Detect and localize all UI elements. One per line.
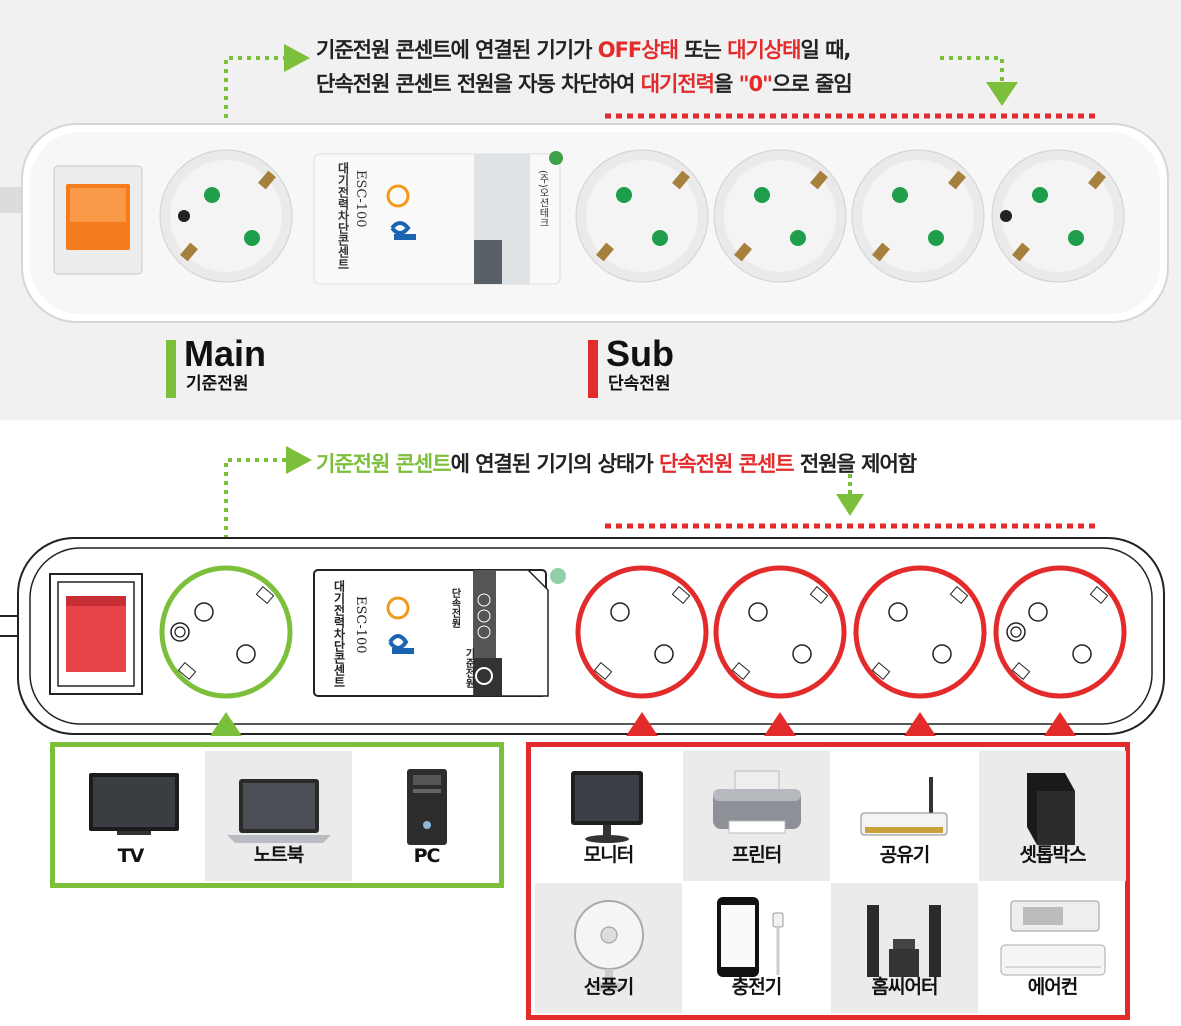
outline-panel-side-text-1: 단속전원 bbox=[449, 588, 460, 628]
tv-icon bbox=[89, 773, 179, 835]
bottom-strip-diagram bbox=[0, 446, 1165, 736]
charger-icon bbox=[717, 897, 784, 977]
main-socket-photo bbox=[159, 149, 293, 283]
sub-devices-box: 모니터 프린터 공유기 셋톱박스 선풍기 bbox=[526, 742, 1130, 1020]
sub-socket-photo-3 bbox=[851, 149, 985, 283]
outline-panel-brand-text: 대기전력차단콘센트 bbox=[332, 580, 346, 688]
panel-brand-text: 대기전력차단콘센트 bbox=[336, 162, 350, 270]
device-printer: 프린터 bbox=[683, 751, 830, 881]
monitor-icon bbox=[571, 771, 643, 843]
sub-connector-arrow-3 bbox=[904, 712, 936, 736]
sub-connector-arrow-2 bbox=[764, 712, 796, 736]
bottom-caption: 기준전원 콘센트에 연결된 기기의 상태가 단속전원 콘센트 전원을 제어함 bbox=[316, 452, 917, 476]
outline-sub-socket-3 bbox=[853, 565, 987, 699]
sub-arrow-top bbox=[940, 56, 1018, 106]
outline-panel-model-text: ESC-100 bbox=[353, 596, 368, 654]
fan-icon bbox=[574, 900, 644, 992]
center-panel-photo bbox=[313, 151, 563, 285]
outline-panel-side-text-2: 기준전원 bbox=[463, 648, 474, 688]
sub-socket-photo-1 bbox=[575, 149, 709, 283]
outline-main-socket bbox=[159, 565, 293, 699]
outline-sub-socket-2 bbox=[713, 565, 847, 699]
panel-maker-text: (주)오션테크 bbox=[537, 170, 548, 228]
device-air-conditioner: 에어컨 bbox=[979, 883, 1126, 1013]
main-arrow-top bbox=[224, 44, 310, 118]
laptop-icon bbox=[227, 779, 331, 843]
top-caption-line-2: 단속전원 콘센트 전원을 자동 차단하여 대기전력을 "0"으로 줄임 bbox=[316, 72, 853, 96]
home-theater-icon bbox=[867, 905, 941, 977]
device-charger: 충전기 bbox=[683, 883, 830, 1013]
pc-tower-icon bbox=[407, 769, 447, 845]
device-fan: 선풍기 bbox=[535, 883, 682, 1013]
device-laptop: 노트북 bbox=[205, 751, 352, 881]
settop-box-icon bbox=[1027, 773, 1075, 845]
outline-sub-socket-4 bbox=[993, 565, 1127, 699]
top-caption-line-1: 기준전원 콘센트에 연결된 기기가 OFF상태 또는 대기상태일 때, bbox=[316, 38, 851, 62]
sub-socket-photo-2 bbox=[713, 149, 847, 283]
sub-label-bar bbox=[588, 340, 598, 398]
power-switch[interactable] bbox=[53, 165, 143, 275]
main-arrow-bottom bbox=[224, 446, 312, 566]
air-conditioner-icon bbox=[1000, 900, 1106, 976]
outline-center-panel bbox=[313, 568, 566, 697]
sub-connector-arrow-4 bbox=[1044, 712, 1076, 736]
main-label-korean: 기준전원 bbox=[186, 374, 249, 394]
printer-icon bbox=[713, 770, 801, 834]
top-strip-illustration bbox=[0, 44, 1169, 323]
device-pc: PC bbox=[353, 751, 500, 881]
sub-label-korean: 단속전원 bbox=[608, 374, 671, 394]
sub-socket-photo-4 bbox=[991, 149, 1125, 283]
device-home-theater: 홈씨어터 bbox=[831, 883, 978, 1013]
main-label: Main bbox=[184, 333, 267, 374]
outline-sub-socket-1 bbox=[575, 565, 709, 699]
main-devices-box: TV 노트북 PC bbox=[50, 742, 504, 888]
outline-power-switch[interactable] bbox=[49, 573, 143, 695]
sub-connector-arrow-1 bbox=[626, 712, 658, 736]
sub-label: Sub bbox=[606, 333, 674, 374]
device-router: 공유기 bbox=[831, 751, 978, 881]
main-connector-arrow bbox=[210, 712, 242, 736]
panel-model-text: ESC-100 bbox=[353, 170, 368, 228]
router-icon bbox=[860, 777, 948, 836]
main-label-bar bbox=[166, 340, 176, 398]
device-tv: TV bbox=[57, 751, 204, 881]
sub-arrow-bottom bbox=[836, 474, 864, 516]
device-monitor: 모니터 bbox=[535, 751, 682, 881]
device-settop-box: 셋톱박스 bbox=[979, 751, 1126, 881]
